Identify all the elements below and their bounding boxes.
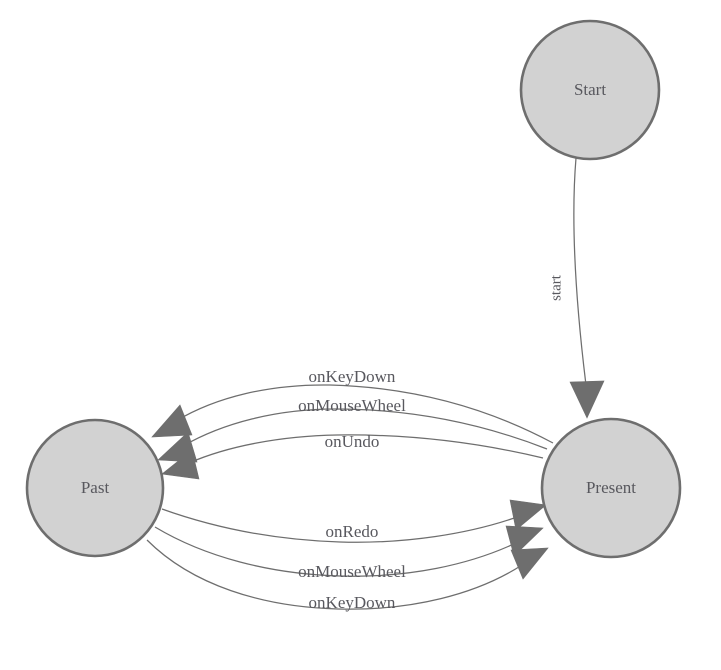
edge-past-to-present-onmousewheel[interactable]: onMouseWheel <box>154 525 544 581</box>
arrowhead-present-past-3 <box>161 449 200 480</box>
node-start[interactable]: Start <box>519 19 661 161</box>
arrowhead-present-past-1 <box>151 404 193 438</box>
edge-path-past-present-2 <box>154 526 519 577</box>
edge-label-present-past-2: onMouseWheel <box>298 396 406 415</box>
edge-path-past-present-3 <box>146 539 523 610</box>
edge-past-to-present-onredo[interactable]: onRedo <box>161 499 547 543</box>
edge-group: start onKeyDown onMouseWheel onUndo <box>146 157 605 612</box>
edge-path-past-present-1 <box>161 508 521 543</box>
node-group: Start Past Present <box>25 19 682 559</box>
node-past-label: Past <box>81 478 110 497</box>
edge-present-to-past-onkeydown[interactable]: onKeyDown <box>151 367 554 444</box>
edge-path-present-past-1 <box>175 384 554 444</box>
node-past[interactable]: Past <box>25 418 165 558</box>
node-present-circle <box>540 417 682 559</box>
edge-present-to-past-onundo[interactable]: onUndo <box>161 432 544 480</box>
edge-label-present-past-3: onUndo <box>325 432 380 451</box>
edge-path-present-past-2 <box>182 408 548 450</box>
arrowhead-past-present-1 <box>509 499 547 531</box>
edge-present-to-past-onmousewheel[interactable]: onMouseWheel <box>157 396 548 463</box>
node-past-circle <box>25 418 165 558</box>
edge-label-past-present-1: onRedo <box>326 522 379 541</box>
arrowhead-past-present-3 <box>510 547 549 580</box>
edge-start-to-present[interactable]: start <box>548 157 605 419</box>
edge-label-past-present-3: onKeyDown <box>309 593 396 612</box>
edge-label-start: start <box>548 274 564 301</box>
arrowhead-past-present-2 <box>505 525 544 557</box>
node-present-label: Present <box>586 478 636 497</box>
edge-past-to-present-onkeydown[interactable]: onKeyDown <box>146 539 549 612</box>
node-start-circle <box>519 19 661 161</box>
edge-label-past-present-2: onMouseWheel <box>298 562 406 581</box>
node-start-label: Start <box>574 80 606 99</box>
edge-path-start-present <box>573 157 587 386</box>
node-present[interactable]: Present <box>540 417 682 559</box>
arrowhead-start-present <box>569 380 605 419</box>
edge-path-present-past-3 <box>188 434 544 464</box>
edge-label-present-past-1: onKeyDown <box>309 367 396 386</box>
